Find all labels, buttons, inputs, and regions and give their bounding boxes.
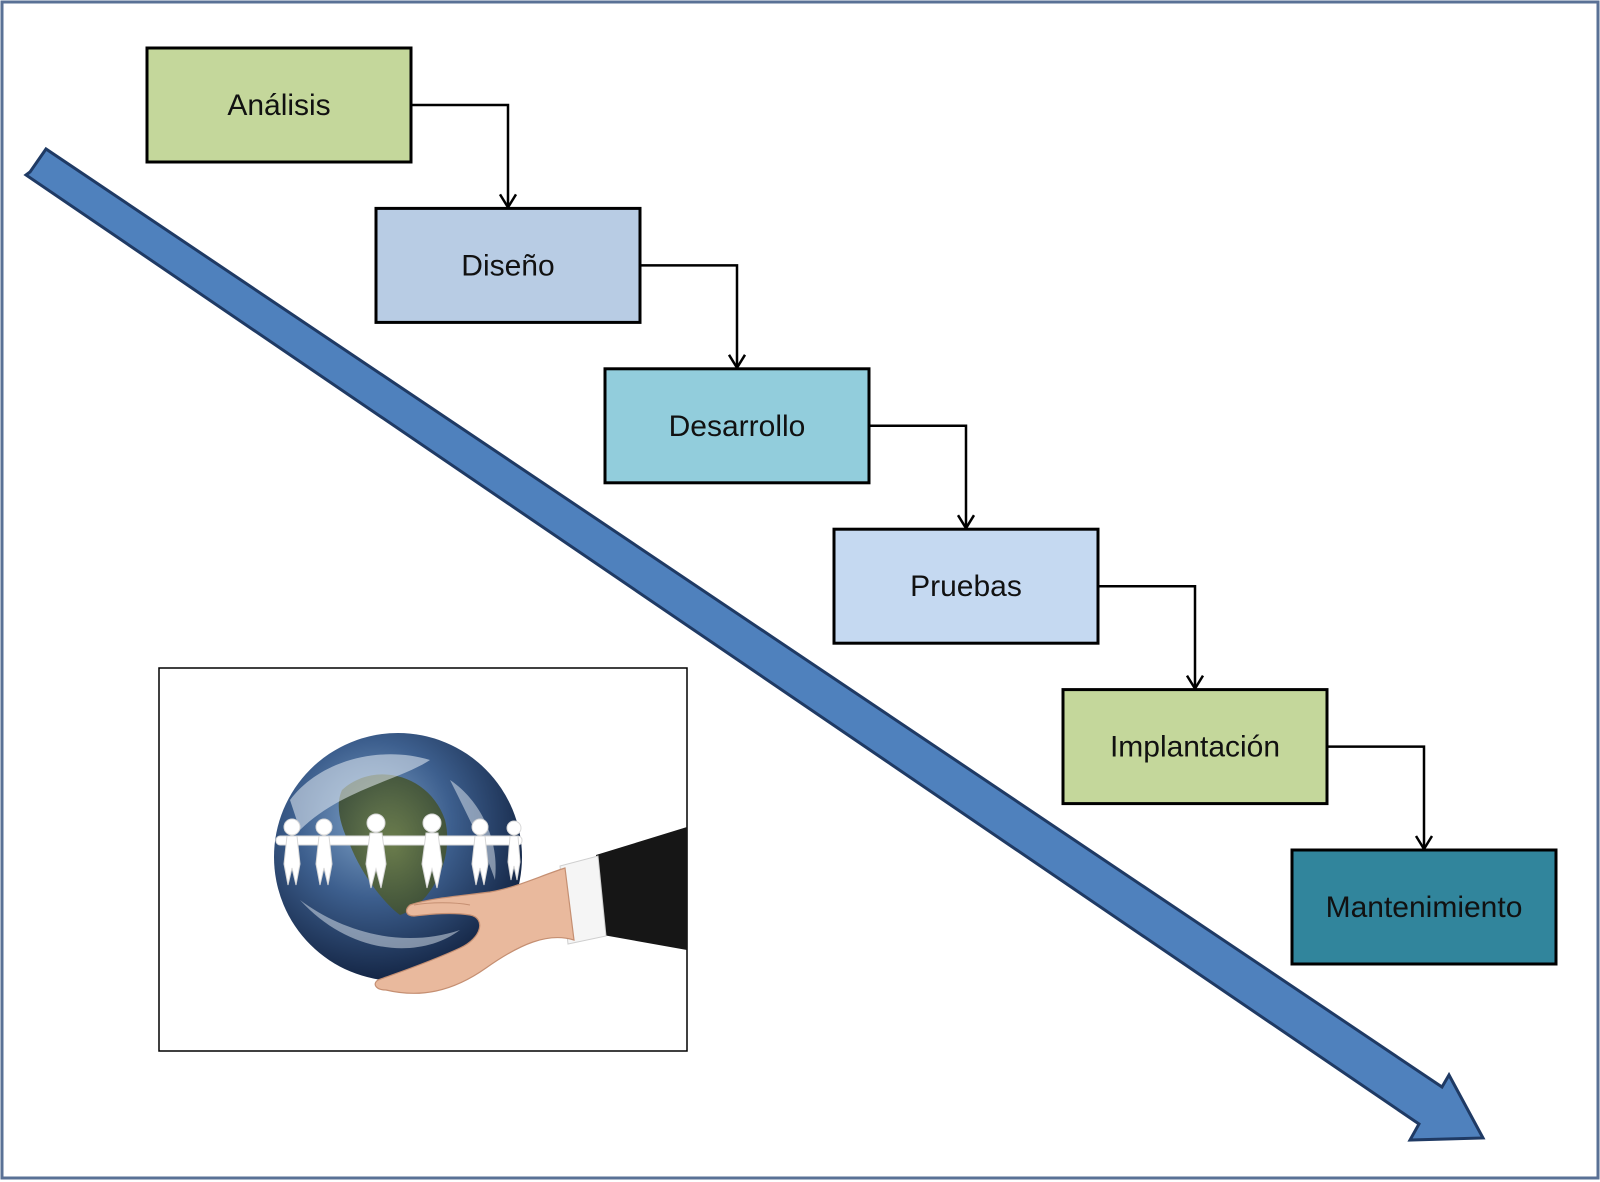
step-label: Implantación [1110,731,1280,764]
connector-line [1327,745,1426,848]
step-box [1061,688,1329,806]
step-connectors [411,103,1434,852]
globe-hand-illustration [158,667,688,1052]
connector-line [869,424,968,528]
step-pruebas: Pruebas [832,527,1100,645]
connector-line [640,264,739,367]
step-mantenimiento: Mantenimiento [1290,848,1558,966]
hand-icon [374,867,575,994]
step-box [603,367,871,485]
step-diseno: Diseño [374,206,642,324]
step-label: Análisis [227,89,330,122]
step-box [832,527,1100,645]
connector-line [1098,584,1197,688]
waterfall-steps: AnálisisDiseñoDesarrolloPruebasImplantac… [145,46,1558,966]
step-implantacion: Implantación [1061,688,1329,806]
globe-held-by-hand-icon [274,733,687,994]
step-analisis: Análisis [145,46,413,164]
step-box [374,206,642,324]
step-label: Desarrollo [669,410,806,443]
paper-people-chain-icon [275,813,523,889]
step-box [1290,848,1558,966]
step-desarrollo: Desarrollo [603,367,871,485]
step-label: Diseño [461,249,554,282]
step-box [145,46,413,164]
step-label: Pruebas [910,570,1022,603]
connector-line [411,103,510,207]
process-flow-arrow [23,146,1486,1142]
step-label: Mantenimiento [1326,891,1523,924]
